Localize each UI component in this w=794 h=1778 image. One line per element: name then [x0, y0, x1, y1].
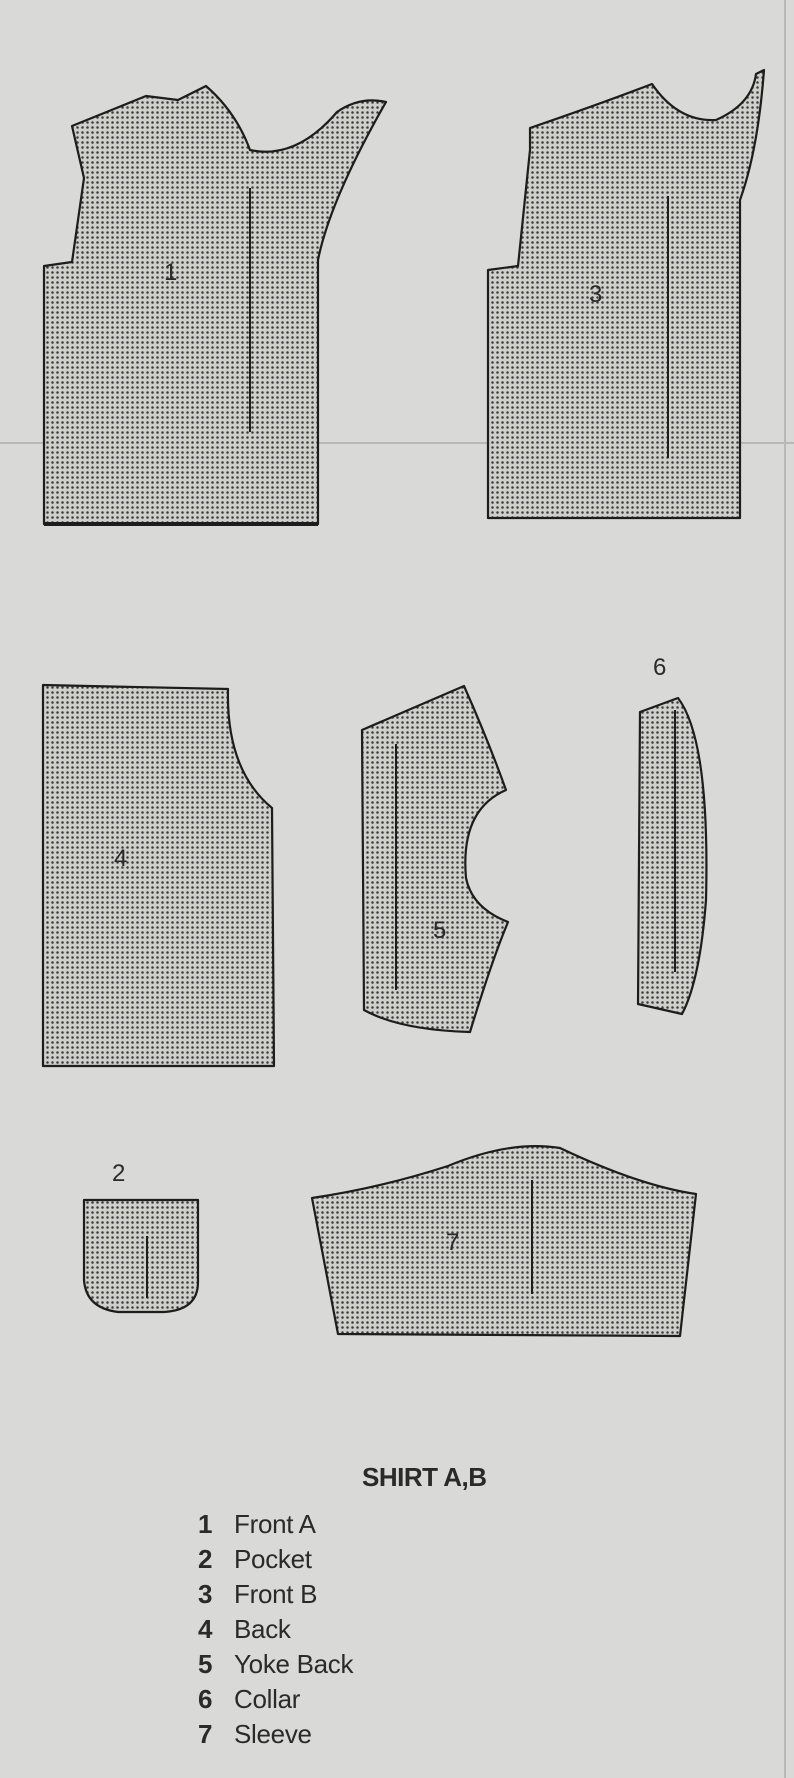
pattern-piece-yoke-back[interactable]: 5: [360, 684, 510, 1034]
pattern-piece-front-a[interactable]: 1: [42, 84, 388, 526]
legend-item: 3 Front B: [198, 1577, 353, 1612]
pattern-piece-back[interactable]: 4: [41, 683, 276, 1068]
legend-item-number: 2: [198, 1544, 213, 1574]
pattern-piece-pocket[interactable]: [82, 1198, 200, 1314]
legend-item: 2 Pocket: [198, 1542, 353, 1577]
legend-item: 6 Collar: [198, 1682, 353, 1717]
piece-number: 3: [589, 281, 602, 308]
legend-item-label: Sleeve: [234, 1719, 312, 1749]
piece-number: 2: [112, 1160, 125, 1187]
legend-title: SHIRT A,B: [362, 1462, 487, 1492]
legend-item-number: 4: [198, 1614, 213, 1644]
legend-item-number: 1: [198, 1509, 213, 1539]
legend-item-label: Front A: [234, 1509, 316, 1539]
pattern-piece-front-b[interactable]: 3: [486, 68, 766, 520]
piece-number: 5: [433, 917, 446, 944]
legend-item-label: Yoke Back: [234, 1649, 354, 1679]
piece-number: 7: [446, 1229, 459, 1256]
legend-item: 4 Back: [198, 1612, 353, 1647]
legend-item: 7 Sleeve: [198, 1717, 353, 1752]
legend-item: 1 Front A: [198, 1507, 353, 1542]
legend-item-label: Pocket: [234, 1544, 312, 1574]
legend-item-label: Collar: [234, 1684, 301, 1714]
legend-item-number: 3: [198, 1579, 213, 1609]
piece-number: 6: [653, 654, 666, 681]
pattern-piece-collar[interactable]: [636, 696, 708, 1016]
legend-item: 5 Yoke Back: [198, 1647, 354, 1682]
legend-item-number: 7: [198, 1719, 213, 1749]
legend-item-number: 5: [198, 1649, 213, 1679]
legend-item-label: Front B: [234, 1579, 318, 1609]
legend-item-number: 6: [198, 1684, 213, 1714]
legend-item-label: Back: [234, 1614, 291, 1644]
legend-list: 1 Front A 2 Pocket 3 Front B 4 Back 5 Yoke Ba…: [198, 1507, 354, 1752]
piece-number: 1: [164, 259, 177, 286]
piece-number: 4: [114, 845, 127, 872]
pattern-piece-sleeve[interactable]: 7: [310, 1145, 698, 1338]
